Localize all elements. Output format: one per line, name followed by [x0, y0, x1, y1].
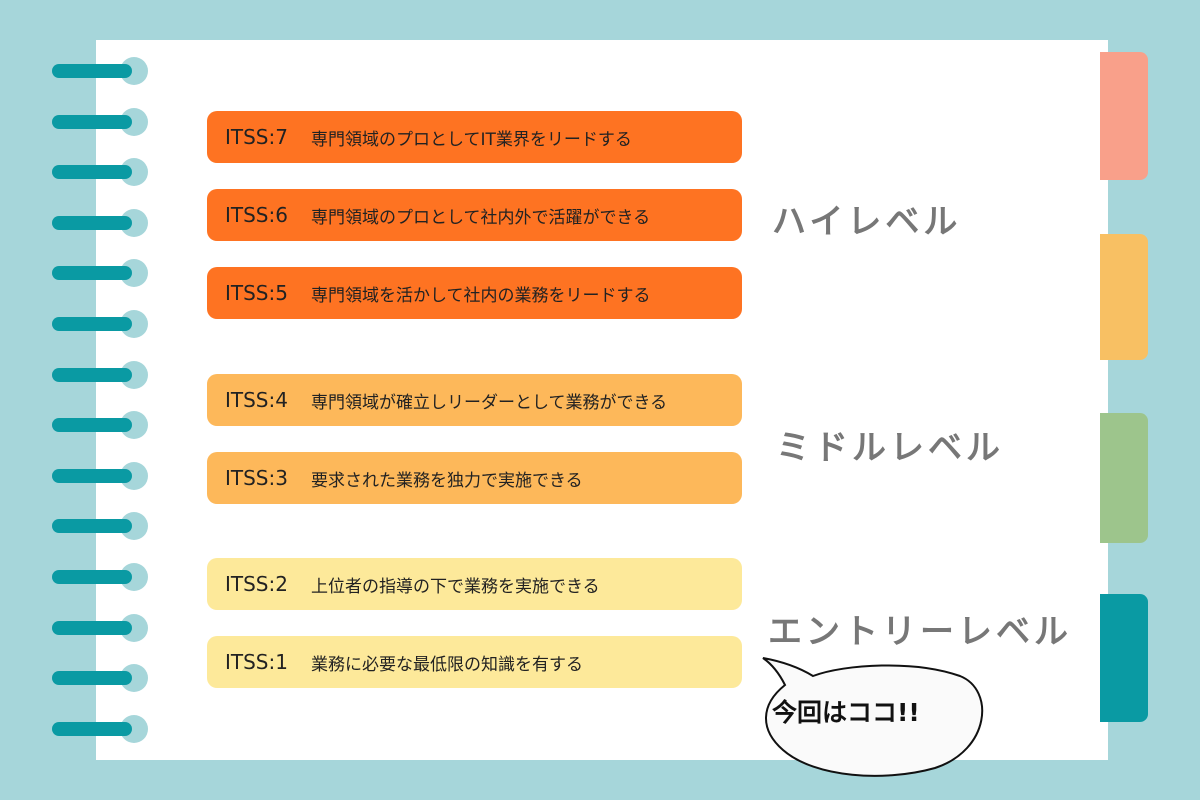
level-description: 業務に必要な最低限の知識を有する	[311, 654, 583, 675]
itss-level-3: ITSS:3 要求された業務を独力で実施できる	[207, 452, 742, 504]
tab-orange	[1100, 234, 1148, 360]
level-code: ITSS:2	[225, 572, 288, 596]
level-description: 上位者の指導の下で業務を実施できる	[311, 576, 600, 597]
spiral-ring	[52, 259, 148, 288]
level-description: 専門領域のプロとして社内外で活躍ができる	[311, 207, 651, 228]
tab-green	[1100, 413, 1148, 543]
spiral-ring	[52, 461, 148, 490]
entry-level-label: エントリーレベル	[768, 612, 1072, 652]
level-description: 要求された業務を独力で実施できる	[311, 470, 583, 491]
spiral-ring	[52, 107, 148, 136]
itss-level-2: ITSS:2 上位者の指導の下で業務を実施できる	[207, 558, 742, 610]
itss-level-6: ITSS:6 専門領域のプロとして社内外で活躍ができる	[207, 189, 742, 241]
itss-level-4: ITSS:4 専門領域が確立しリーダーとして業務ができる	[207, 374, 742, 426]
level-code: ITSS:5	[225, 281, 288, 305]
speech-bubble	[762, 657, 984, 777]
level-code: ITSS:4	[225, 388, 288, 412]
level-code: ITSS:6	[225, 203, 288, 227]
spiral-ring	[52, 360, 148, 389]
level-code: ITSS:7	[225, 125, 288, 149]
itss-level-1: ITSS:1 業務に必要な最低限の知識を有する	[207, 636, 742, 688]
tab-teal	[1100, 594, 1148, 722]
level-code: ITSS:3	[225, 466, 288, 490]
itss-level-5: ITSS:5 専門領域を活かして社内の業務をリードする	[207, 267, 742, 319]
spiral-ring	[52, 563, 148, 591]
spiral-ring	[52, 613, 148, 642]
spiral-ring	[52, 411, 148, 440]
spiral-ring	[52, 714, 148, 743]
tab-pink	[1100, 52, 1148, 180]
level-description: 専門領域のプロとしてIT業界をリードする	[311, 129, 632, 150]
spiral-ring	[52, 512, 148, 541]
level-description: 専門領域を活かして社内の業務をリードする	[311, 285, 651, 306]
spiral-ring	[52, 158, 148, 187]
callout-text: 今回はココ!!	[772, 698, 920, 727]
high-level-label: ハイレベル	[772, 202, 962, 242]
middle-level-label: ミドルレベル	[776, 428, 1004, 468]
level-code: ITSS:1	[225, 650, 288, 674]
spiral-ring	[52, 310, 148, 338]
itss-level-7: ITSS:7 専門領域のプロとしてIT業界をリードする	[207, 111, 742, 163]
spiral-ring	[52, 208, 148, 237]
spiral-ring	[52, 664, 148, 693]
spiral-ring	[52, 57, 148, 85]
level-description: 専門領域が確立しリーダーとして業務ができる	[311, 392, 668, 413]
